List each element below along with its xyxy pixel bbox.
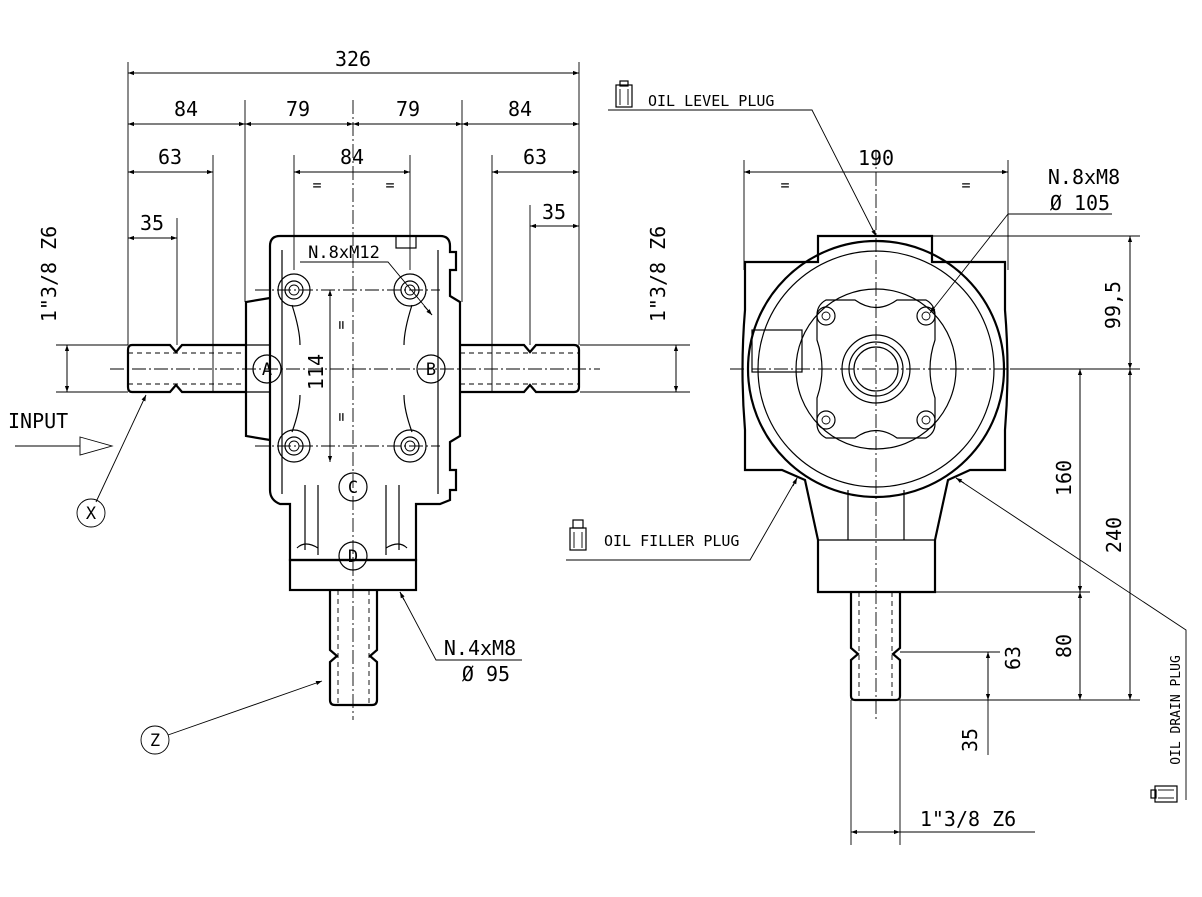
dim-right-63: 63 [523,145,547,169]
oil-level-plug-label: OIL LEVEL PLUG [648,92,774,110]
side-eq-mark-left: = [780,176,789,194]
front-housing [244,234,480,592]
dim-overall-width: 326 [335,47,371,71]
bolt-spec-top: N.8xM12 [308,243,380,263]
side-leaders [566,109,1187,800]
callout-z-label: Z [150,731,160,751]
callout-x-circle [76,498,106,528]
port-a-circle [252,354,282,384]
oil-drain-plug-label: OIL DRAIN PLUG [1169,655,1184,765]
callout-x-label: X [86,504,97,524]
side-bottom-shaft [849,592,902,702]
bottom-shaft [328,590,379,707]
dim-left-35: 35 [140,211,164,235]
side-dimension-lines [744,169,1133,835]
eq-mark-right: = [385,176,394,194]
side-eq-mark-right: = [961,176,970,194]
port-d-circle [338,541,368,571]
port-b-label: B [426,360,436,380]
right-output-shaft [460,343,581,394]
front-leaders [15,261,522,755]
dim-width-190: 190 [858,146,894,170]
flange-bolt-dia: Ø 105 [1050,191,1110,215]
port-markers: A B C D [252,354,446,571]
port-d-label: D [348,547,358,567]
port-c-circle [338,472,368,502]
dim-left-inner: 79 [286,97,310,121]
eq-mark-left: = [312,176,321,194]
oil-drain-plug-icon [1150,785,1178,803]
right-shaft-spec: 1"3/8 Z6 [646,226,670,322]
input-label: INPUT [8,409,68,433]
eq-mark-lower: = [332,412,350,421]
bolt-spec-bottom: N.4xM8 [444,636,516,660]
dim-right-outer: 84 [508,97,532,121]
dim-height-114: 114 [304,354,328,390]
dim-height-63: 63 [1001,646,1025,670]
dim-height-240: 240 [1102,517,1126,553]
dim-right-35: 35 [542,200,566,224]
side-view: OIL LEVEL PLUG 190 = = N.8xM8 Ø 105 99,5… [566,80,1187,845]
dim-height-160: 160 [1052,460,1076,496]
side-housing [741,234,1009,594]
bolt-holes-m12 [277,273,427,463]
oil-filler-plug-icon [569,519,587,551]
oil-filler-plug-label: OIL FILLER PLUG [604,532,739,550]
bolt-dia-bottom: Ø 95 [462,662,510,686]
flange-bolt-spec: N.8xM8 [1048,165,1120,189]
dim-height-99-5: 99,5 [1101,281,1125,329]
front-view: A B C D 326 84 79 79 84 63 84 63 35 35 = [8,47,690,755]
front-dimension-lines [64,70,679,462]
left-input-shaft [126,343,246,394]
side-shaft-spec: 1"3/8 Z6 [920,807,1016,831]
dim-right-inner: 79 [396,97,420,121]
oil-level-plug-icon [615,80,633,108]
dim-left-outer: 84 [174,97,198,121]
dim-center-84: 84 [340,145,364,169]
dim-height-35: 35 [958,728,982,752]
eq-mark-upper: = [332,320,350,329]
dim-height-80: 80 [1052,634,1076,658]
callout-z-circle [140,725,170,755]
port-a-label: A [262,360,272,380]
port-b-circle [416,354,446,384]
port-c-label: C [348,478,358,498]
left-shaft-spec: 1"3/8 Z6 [37,226,61,322]
dim-left-63: 63 [158,145,182,169]
